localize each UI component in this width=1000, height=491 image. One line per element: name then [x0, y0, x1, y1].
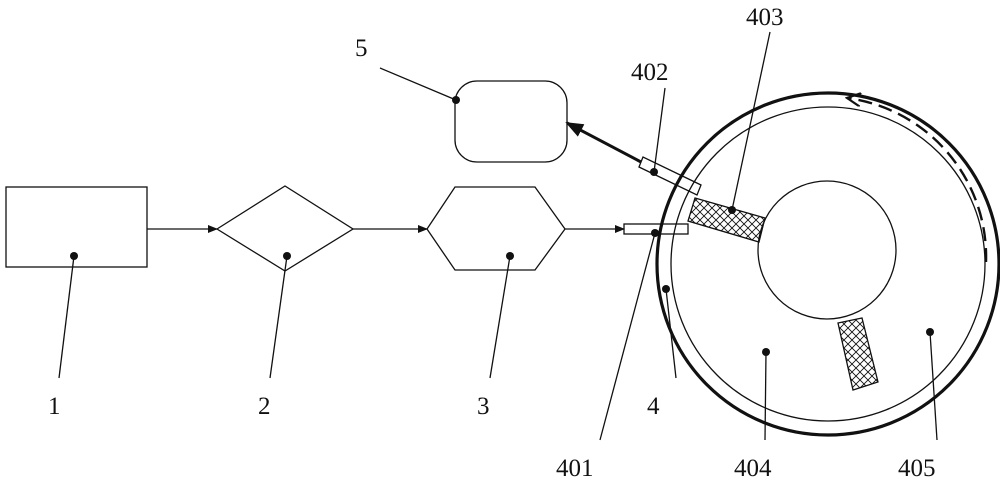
label-401: 401: [556, 455, 594, 482]
leader-403-dot: [728, 206, 736, 214]
leader-2: [270, 256, 287, 378]
spoke-lower: [838, 318, 878, 390]
label-403: 403: [746, 4, 784, 31]
leader-4: [666, 289, 676, 378]
leader-402: [654, 88, 665, 172]
leader-5-dot: [452, 96, 460, 104]
label-5: 5: [355, 35, 368, 62]
leader-401-dot: [651, 229, 659, 237]
component-4-outer-ring: [657, 93, 999, 435]
label-4: 4: [647, 393, 660, 420]
arrow-402-to-5: [567, 123, 641, 162]
label-402: 402: [631, 59, 669, 86]
component-3-hexagon: [427, 187, 565, 270]
label-1: 1: [48, 393, 61, 420]
leader-4-dot: [662, 285, 670, 293]
component-405-inner-ring: [671, 107, 985, 421]
leader-404-dot: [762, 348, 770, 356]
leader-2-dot: [283, 252, 291, 260]
label-2: 2: [258, 393, 271, 420]
component-404-hub: [758, 181, 896, 319]
component-5-rounded-box: [455, 81, 567, 162]
spoke-403-upper: [688, 198, 765, 242]
leader-3: [490, 256, 510, 378]
leader-5: [380, 68, 456, 100]
leader-405: [930, 332, 937, 440]
label-405: 405: [898, 455, 936, 482]
leader-405-dot: [926, 328, 934, 336]
leader-3-dot: [506, 252, 514, 260]
leader-404: [765, 352, 766, 440]
leader-1-dot: [70, 252, 78, 260]
leader-1: [59, 256, 74, 378]
leader-402-dot: [650, 168, 658, 176]
label-3: 3: [477, 393, 490, 420]
rotation-direction-arrow: [847, 98, 986, 262]
label-404: 404: [734, 455, 772, 482]
